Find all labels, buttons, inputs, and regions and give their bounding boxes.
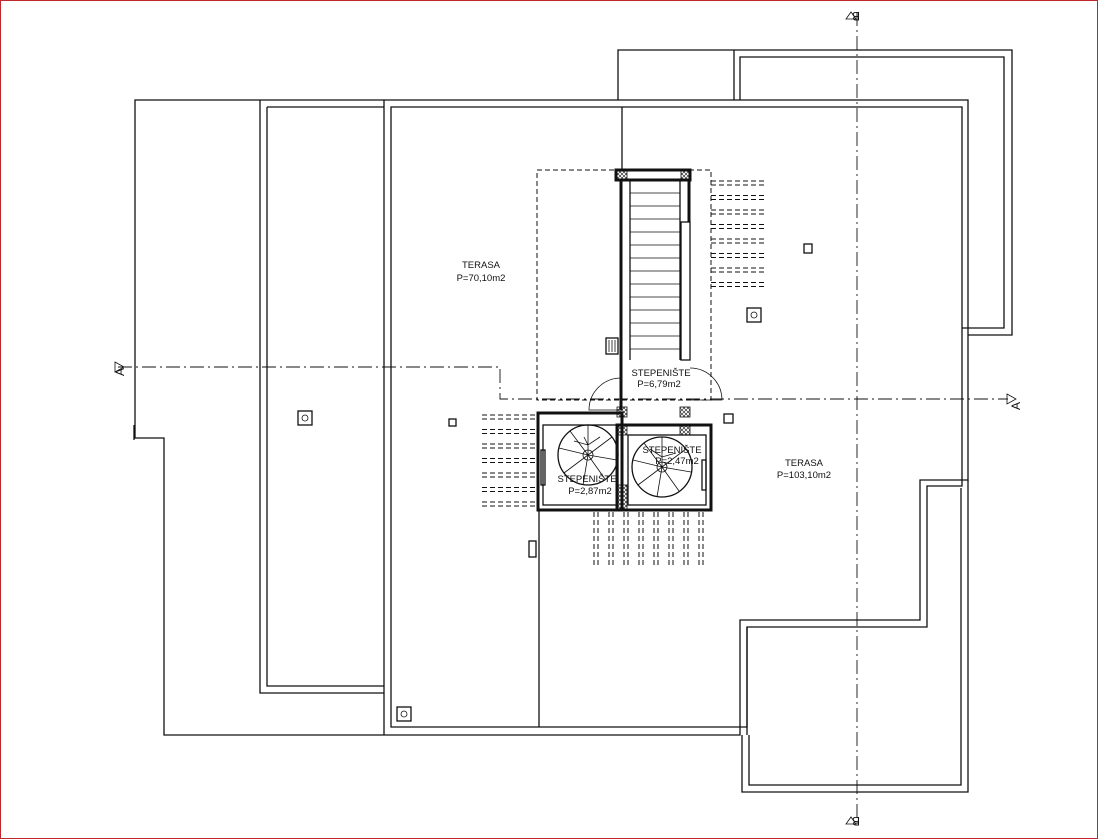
room-name: STEPENIŠTE	[642, 445, 701, 456]
room-area: P=70,10m2	[457, 273, 506, 284]
projected-beams	[482, 180, 766, 566]
room-name: TERASA	[462, 260, 501, 271]
column-hatches	[616, 406, 691, 511]
room-name: TERASA	[785, 458, 824, 469]
room-terrace-left: TERASA P=70,10m2	[457, 260, 506, 284]
roof-outline	[133, 99, 969, 736]
room-stair-spiral-2: STEPENIŠTE P=2,47m2	[642, 445, 701, 467]
lower-right-block	[741, 480, 969, 793]
spiral-stair-right	[615, 423, 713, 512]
beam-projection	[482, 487, 537, 492]
beam-projection	[482, 443, 537, 449]
beam-projection	[593, 512, 599, 566]
roof-drains	[297, 243, 813, 722]
section-line-b	[845, 11, 858, 825]
beam-projection	[711, 267, 766, 273]
section-line-a	[114, 361, 1017, 405]
beam-projection	[482, 472, 537, 478]
beam-projection	[482, 429, 537, 434]
beam-projection	[482, 458, 537, 463]
room-area: P=2,87m2	[568, 486, 612, 497]
beam-projection	[482, 414, 537, 420]
beam-projection	[482, 501, 537, 507]
room-area: P=2,47m2	[655, 456, 699, 467]
room-name: STEPENIŠTE	[557, 474, 616, 485]
beam-projection	[683, 512, 689, 566]
room-area: P=103,10m2	[777, 470, 831, 481]
room-terrace-right: TERASA P=103,10m2	[777, 458, 831, 481]
beam-projection	[711, 209, 766, 215]
beam-projection	[653, 512, 659, 566]
left-planter	[259, 100, 385, 735]
room-stair-main: STEPENIŠTE P=6,79m2	[631, 368, 690, 390]
beam-projection	[623, 512, 629, 566]
beam-projection	[698, 512, 704, 566]
beam-projection	[638, 512, 644, 566]
room-area: P=6,79m2	[637, 379, 681, 390]
room-name: STEPENIŠTE	[631, 368, 690, 379]
beam-projection	[711, 180, 766, 186]
section-b-top-label: B	[852, 9, 860, 23]
beam-projection	[711, 238, 766, 244]
upper-right-block	[617, 49, 1013, 336]
beam-projection	[608, 512, 614, 566]
terrace-inner-outline	[390, 106, 963, 728]
beam-projection	[711, 282, 766, 287]
main-staircase	[536, 168, 723, 411]
section-a-left-label: A	[113, 368, 127, 376]
room-stair-spiral-1: STEPENIŠTE P=2,87m2	[557, 474, 616, 497]
section-b-bottom-label: B	[852, 814, 860, 828]
beam-projection	[711, 224, 766, 229]
beam-projection	[668, 512, 674, 566]
section-a-right-label: A	[1009, 402, 1023, 410]
beam-projection	[711, 253, 766, 258]
beam-projection	[711, 195, 766, 200]
